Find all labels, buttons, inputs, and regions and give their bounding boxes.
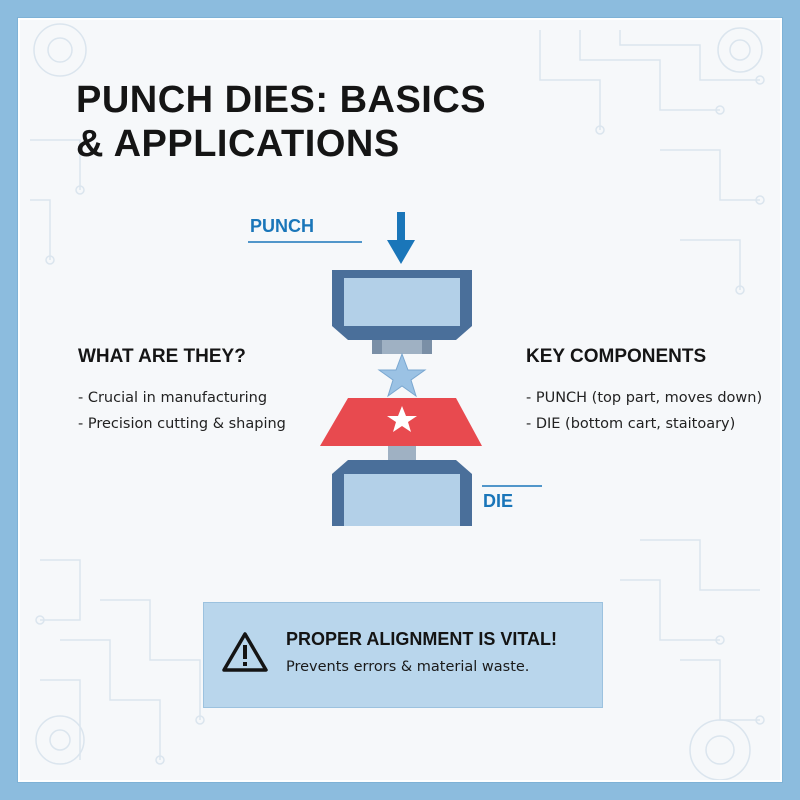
title-line-1: PUNCH DIES: BASICS: [76, 79, 487, 121]
content-panel: PUNCH DIES: BASICS & APPLICATIONS: [17, 17, 783, 783]
title-line-2: & APPLICATIONS: [76, 123, 400, 165]
page-title: PUNCH DIES: BASICS & APPLICATIONS: [76, 78, 496, 166]
alert-title: PROPER ALIGNMENT IS VITAL!: [286, 629, 558, 649]
alert-subtitle: Prevents errors & material waste.: [286, 659, 530, 675]
punch-die-diagram: [248, 212, 542, 526]
workpiece-sheet: [320, 398, 482, 446]
alignment-alert: PROPER ALIGNMENT IS VITAL! Prevents erro…: [203, 602, 603, 708]
die-label: DIE: [483, 491, 514, 511]
punch-label: PUNCH: [250, 216, 315, 236]
star-icon: [377, 352, 427, 398]
list-item: - Crucial in manufacturing: [78, 390, 268, 406]
die-block: [332, 446, 472, 526]
punch-block: [332, 270, 472, 354]
warning-icon: [222, 632, 268, 672]
what-are-they-list: - Crucial in manufacturing - Precision c…: [78, 385, 286, 437]
list-item: - DIE (bottom cart, staitoary): [526, 416, 736, 432]
down-arrow-icon: [387, 212, 415, 264]
circuit-background: [30, 23, 765, 780]
list-item: - Precision cutting & shaping: [78, 416, 286, 432]
list-item: - PUNCH (top part, moves down): [526, 390, 763, 406]
key-components-heading: KEY COMPONENTS: [526, 346, 707, 367]
what-are-they-heading: WHAT ARE THEY?: [78, 346, 246, 367]
key-components-list: - PUNCH (top part, moves down) - DIE (bo…: [526, 385, 762, 437]
